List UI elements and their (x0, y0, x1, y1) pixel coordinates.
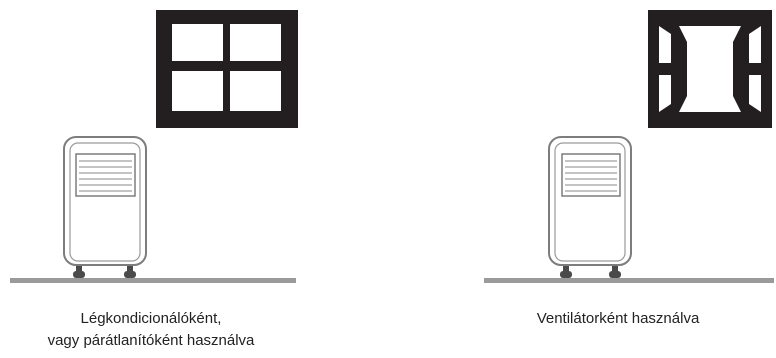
unit-wheels (560, 266, 621, 278)
right-panel (484, 10, 774, 283)
portable-air-conditioner-unit (548, 136, 632, 266)
caption-line: Ventilátorként használva (536, 310, 700, 327)
caption-fan-mode: Ventilátorként használva (468, 308, 768, 330)
caption-line: vagy párátlanítóként használva (47, 332, 255, 349)
caption-air-conditioner-mode: Légkondicionálóként, vagy párátlanítókén… (0, 308, 302, 352)
floor-line (10, 278, 296, 283)
closed-window-icon (156, 10, 298, 128)
air-vent-grille (561, 153, 621, 197)
portable-air-conditioner-unit (63, 136, 147, 266)
unit-wheels (73, 266, 136, 278)
air-vent-grille (75, 153, 136, 197)
floor-line (484, 278, 774, 283)
open-window-icon (648, 10, 772, 128)
caption-line: Légkondicionálóként, (80, 310, 222, 327)
left-panel (10, 10, 298, 283)
